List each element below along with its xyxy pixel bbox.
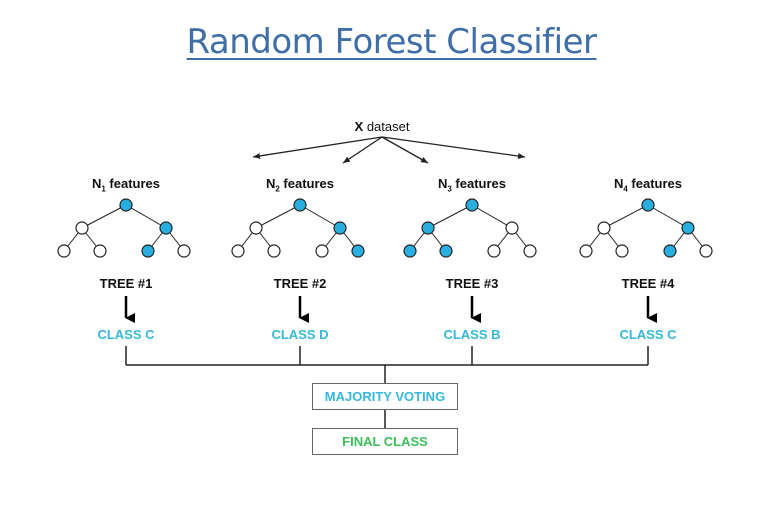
tree-node [75, 221, 89, 235]
features-letter: N [437, 176, 448, 191]
class-label-2: CLASS D [271, 327, 329, 342]
final-class-box: FINAL CLASS [312, 428, 458, 455]
tree-label-2: TREE #2 [273, 276, 327, 291]
decision-tree-3 [403, 198, 537, 323]
tree-node-selected [293, 198, 307, 212]
dataset-arrow-2 [342, 136, 383, 164]
features-text: features [279, 176, 335, 191]
dataset-label: X dataset [354, 119, 410, 134]
features-text: features [105, 176, 161, 191]
tree-node [93, 244, 107, 258]
tree-node-selected [159, 221, 173, 235]
tree-edge [603, 204, 649, 229]
decision-tree-4 [579, 198, 713, 323]
tree-edge [427, 204, 473, 229]
dataset-arrow-4 [381, 136, 526, 160]
tree-label-1: TREE #1 [99, 276, 153, 291]
features-subscript: 4 [623, 184, 628, 194]
features-text: features [627, 176, 683, 191]
voting-connectors [125, 346, 649, 428]
tree-edge [125, 204, 167, 229]
tree-node-selected [403, 244, 417, 258]
tree-node-selected [421, 221, 435, 235]
tree-node [579, 244, 593, 258]
majority-voting-label: MAJORITY VOTING [324, 389, 446, 404]
tree-node-selected [641, 198, 655, 212]
features-text: features [451, 176, 507, 191]
tree-edge [647, 204, 689, 229]
dataset-arrows [252, 136, 526, 164]
tree-node [315, 244, 329, 258]
tree-node [505, 221, 519, 235]
tree-edge [471, 204, 513, 229]
tree-node [615, 244, 629, 258]
tree-node-selected [141, 244, 155, 258]
class-label-3: CLASS B [443, 327, 501, 342]
tree-node-selected [119, 198, 133, 212]
features-letter: N [265, 176, 276, 191]
tree-edge [299, 204, 341, 229]
tree-node-selected [439, 244, 453, 258]
features-label-4: N4 features [614, 176, 682, 194]
features-subscript: 2 [275, 184, 280, 194]
tree-node-selected [465, 198, 479, 212]
tree-node [699, 244, 713, 258]
tree-label-3: TREE #3 [445, 276, 499, 291]
tree-edge [81, 204, 127, 229]
tree-edge [255, 204, 301, 229]
dataset-arrow-3 [381, 136, 429, 164]
features-letter: N [91, 176, 102, 191]
tree-node-selected [681, 221, 695, 235]
tree-node-selected [663, 244, 677, 258]
features-label-3: N3 features [438, 176, 506, 194]
features-subscript: 1 [101, 184, 106, 194]
tree-node [231, 244, 245, 258]
decision-tree-2 [231, 198, 365, 323]
final-class-label: FINAL CLASS [342, 434, 428, 449]
tree-node-selected [333, 221, 347, 235]
tree-node [267, 244, 281, 258]
features-subscript: 3 [447, 184, 452, 194]
features-label-1: N1 features [92, 176, 160, 194]
decision-tree-1 [57, 198, 191, 323]
tree-node [177, 244, 191, 258]
features-label-2: N2 features [266, 176, 334, 194]
dataset-arrow-1 [252, 136, 383, 159]
tree-node [487, 244, 501, 258]
features-letter: N [613, 176, 624, 191]
tree-node [523, 244, 537, 258]
class-label-1: CLASS C [97, 327, 155, 342]
tree-node [57, 244, 71, 258]
page-title: Random Forest Classifier [186, 22, 597, 62]
tree-node [249, 221, 263, 235]
majority-voting-box: MAJORITY VOTING [312, 383, 458, 410]
tree-label-4: TREE #4 [621, 276, 675, 291]
tree-node [597, 221, 611, 235]
tree-node-selected [351, 244, 365, 258]
class-label-4: CLASS C [619, 327, 677, 342]
